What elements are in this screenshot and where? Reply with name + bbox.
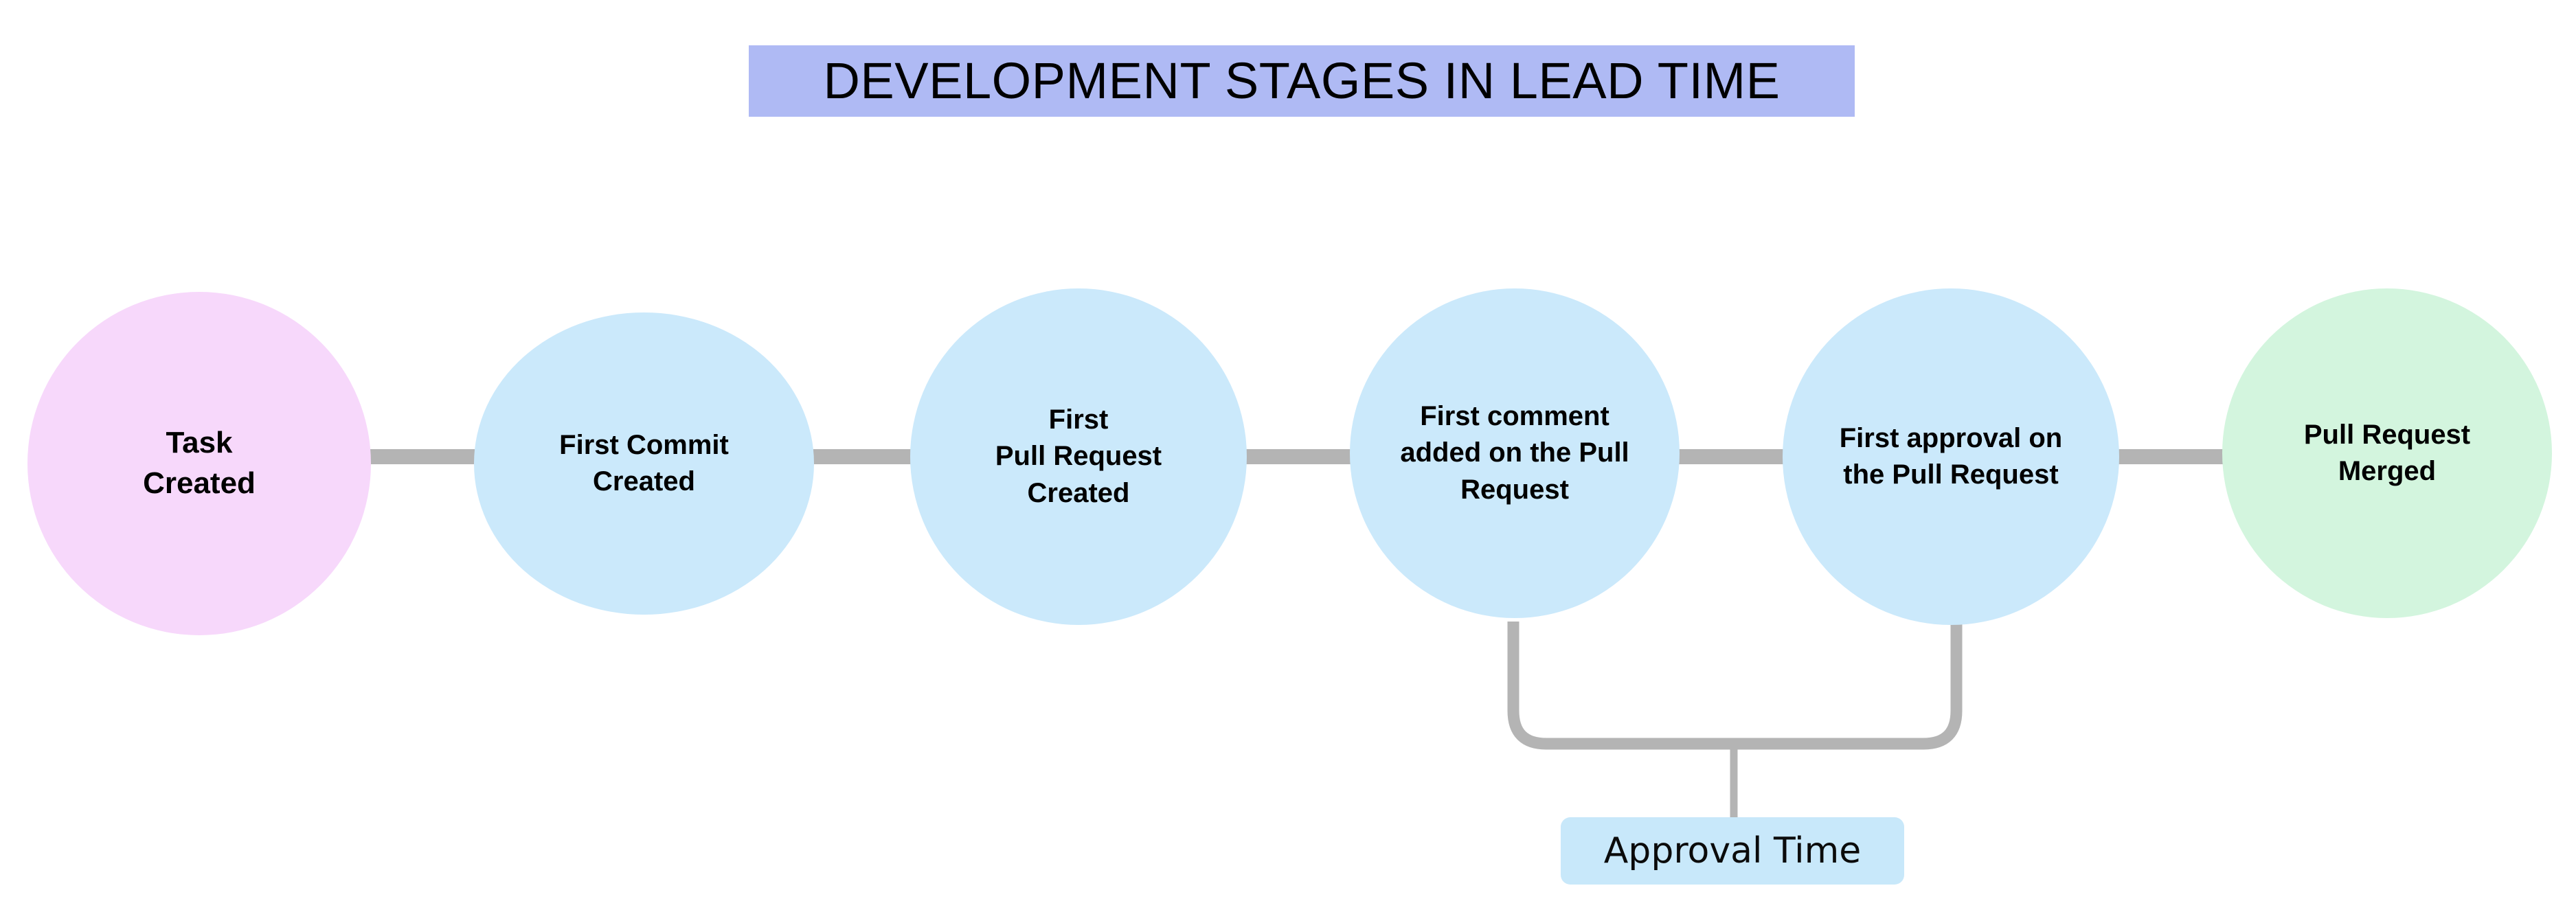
approval-time-bracket (1507, 622, 1963, 750)
link-comment-to-approval (1669, 449, 1793, 464)
diagram-title-banner: DEVELOPMENT STAGES IN LEAD TIME (749, 45, 1855, 117)
link-approval-to-merged (2109, 449, 2233, 464)
node-first-approval[interactable]: First approval on the Pull Request (1783, 288, 2119, 625)
approval-time-label: Approval Time (1603, 830, 1862, 871)
node-label: Task Created (143, 426, 256, 500)
page-title: DEVELOPMENT STAGES IN LEAD TIME (823, 52, 1781, 109)
link-pr-to-comment (1236, 449, 1357, 464)
node-task-created[interactable]: Task Created (27, 292, 371, 635)
node-label: First Commit Created (559, 429, 729, 497)
node-label: First Pull Request Created (995, 404, 1162, 508)
link-task-to-commit (357, 449, 484, 464)
approval-time-badge[interactable]: Approval Time (1561, 817, 1904, 885)
node-label: Pull Request Merged (2303, 419, 2471, 486)
node-first-comment-added[interactable]: First comment added on the Pull Request (1350, 288, 1680, 618)
node-first-pull-request-created[interactable]: First Pull Request Created (910, 288, 1247, 625)
node-label: First approval on the Pull Request (1839, 422, 2063, 490)
node-pull-request-merged[interactable]: Pull Request Merged (2222, 288, 2552, 618)
node-label: First comment added on the Pull Request (1400, 401, 1629, 505)
link-commit-to-pr (804, 449, 920, 464)
node-first-commit-created[interactable]: First Commit Created (474, 312, 814, 615)
